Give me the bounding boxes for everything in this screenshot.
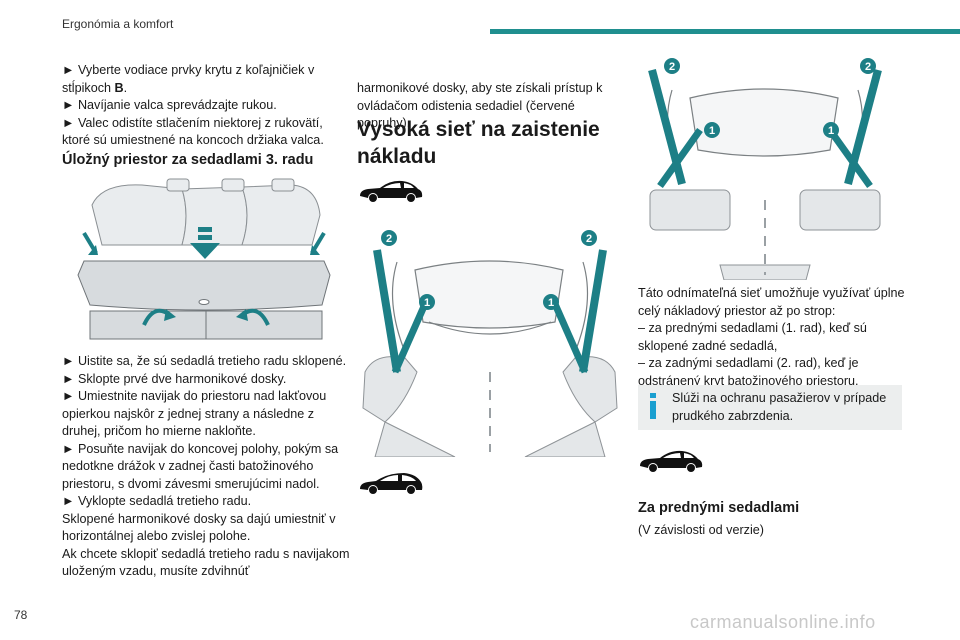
column-2-text: harmonikové dosky, aby ste získali príst… — [357, 80, 607, 133]
callout-2: 2 — [381, 230, 397, 246]
callout-label: 1 — [548, 297, 554, 309]
storage-heading: Úložný priestor za sedadlami 3. radu — [62, 152, 314, 168]
info-text: Slúži na ochranu pasažierov v prípade pr… — [672, 391, 887, 423]
callout-label: 1 — [424, 297, 430, 309]
column-1-bottom: ► Uistite sa, že sú sedadlá tretieho rad… — [62, 353, 350, 581]
instruction-line: ► Valec odistíte stlačením niektorej z r… — [62, 115, 324, 148]
instruction-line: Sklopené harmonikové dosky sa dajú umies… — [62, 511, 336, 544]
instruction-line: ► Umiestnite navijak do priestoru nad la… — [62, 389, 327, 438]
column-1-top: ► Vyberte vodiace prvky krytu z koľajnič… — [62, 62, 350, 150]
car-silhouette-icon — [640, 450, 703, 472]
info-icon — [650, 393, 657, 419]
instruction-line: ► Vyberte vodiace prvky krytu z koľajnič… — [62, 63, 315, 95]
net-rear-illustration: 2 2 1 1 — [648, 58, 882, 280]
instruction-line: ► Sklopte prvé dve harmonikové dosky. — [62, 371, 287, 386]
callout-label: 1 — [828, 125, 834, 137]
watermark: carmanualsonline.info — [690, 612, 876, 632]
page-number: 78 — [14, 608, 28, 622]
instruction-line: ► Vyklopte sedadlá tretieho radu. — [62, 494, 252, 508]
callout-2: 2 — [860, 58, 876, 74]
body-line: – za prednými sedadlami (1. rad), keď sú… — [638, 321, 867, 353]
instruction-line: ► Uistite sa, že sú sedadlá tretieho rad… — [62, 354, 347, 368]
callout-label: 2 — [669, 61, 675, 73]
instruction-line: Ak chcete sklopiť sedadlá tretieho radu … — [62, 546, 350, 579]
net-heading: Vysoká sieť na zaistenie nákladu — [357, 118, 600, 168]
callout-2: 2 — [581, 230, 597, 246]
net-front-illustration: 2 2 1 1 — [362, 230, 618, 457]
callout-label: 2 — [586, 233, 592, 245]
info-note: Slúži na ochranu pasažierov v prípade pr… — [638, 385, 902, 430]
callout-1: 1 — [419, 294, 435, 310]
callout-1: 1 — [543, 294, 559, 310]
version-note: (V závislosti od verzie) — [638, 523, 764, 537]
section-title: Ergonómia a komfort — [62, 17, 174, 31]
callout-1: 1 — [704, 122, 720, 138]
callout-label: 1 — [709, 125, 715, 137]
trunk-illustration — [62, 175, 347, 345]
header-accent-bar — [490, 29, 960, 34]
callout-label: 2 — [386, 233, 392, 245]
body-line: Táto odnímateľná sieť umožňuje využívať … — [638, 286, 905, 318]
car-silhouette-icon — [360, 180, 423, 202]
callout-label: 2 — [865, 61, 871, 73]
front-seats-heading: Za prednými sedadlami — [638, 500, 800, 516]
continuation-text: harmonikové dosky, aby ste získali príst… — [357, 81, 603, 130]
callout-2: 2 — [664, 58, 680, 74]
car-silhouette-icon — [360, 473, 423, 494]
column-3-text: Táto odnímateľná sieť umožňuje využívať … — [638, 285, 910, 390]
callout-1: 1 — [823, 122, 839, 138]
body-line: – za zadnými sedadlami (2. rad), keď je … — [638, 356, 859, 388]
instruction-line: ► Posuňte navijak do koncovej polohy, po… — [62, 441, 339, 491]
instruction-line: ► Navíjanie valca sprevádzajte rukou. — [62, 98, 277, 112]
arrow-down-icon — [190, 227, 220, 259]
